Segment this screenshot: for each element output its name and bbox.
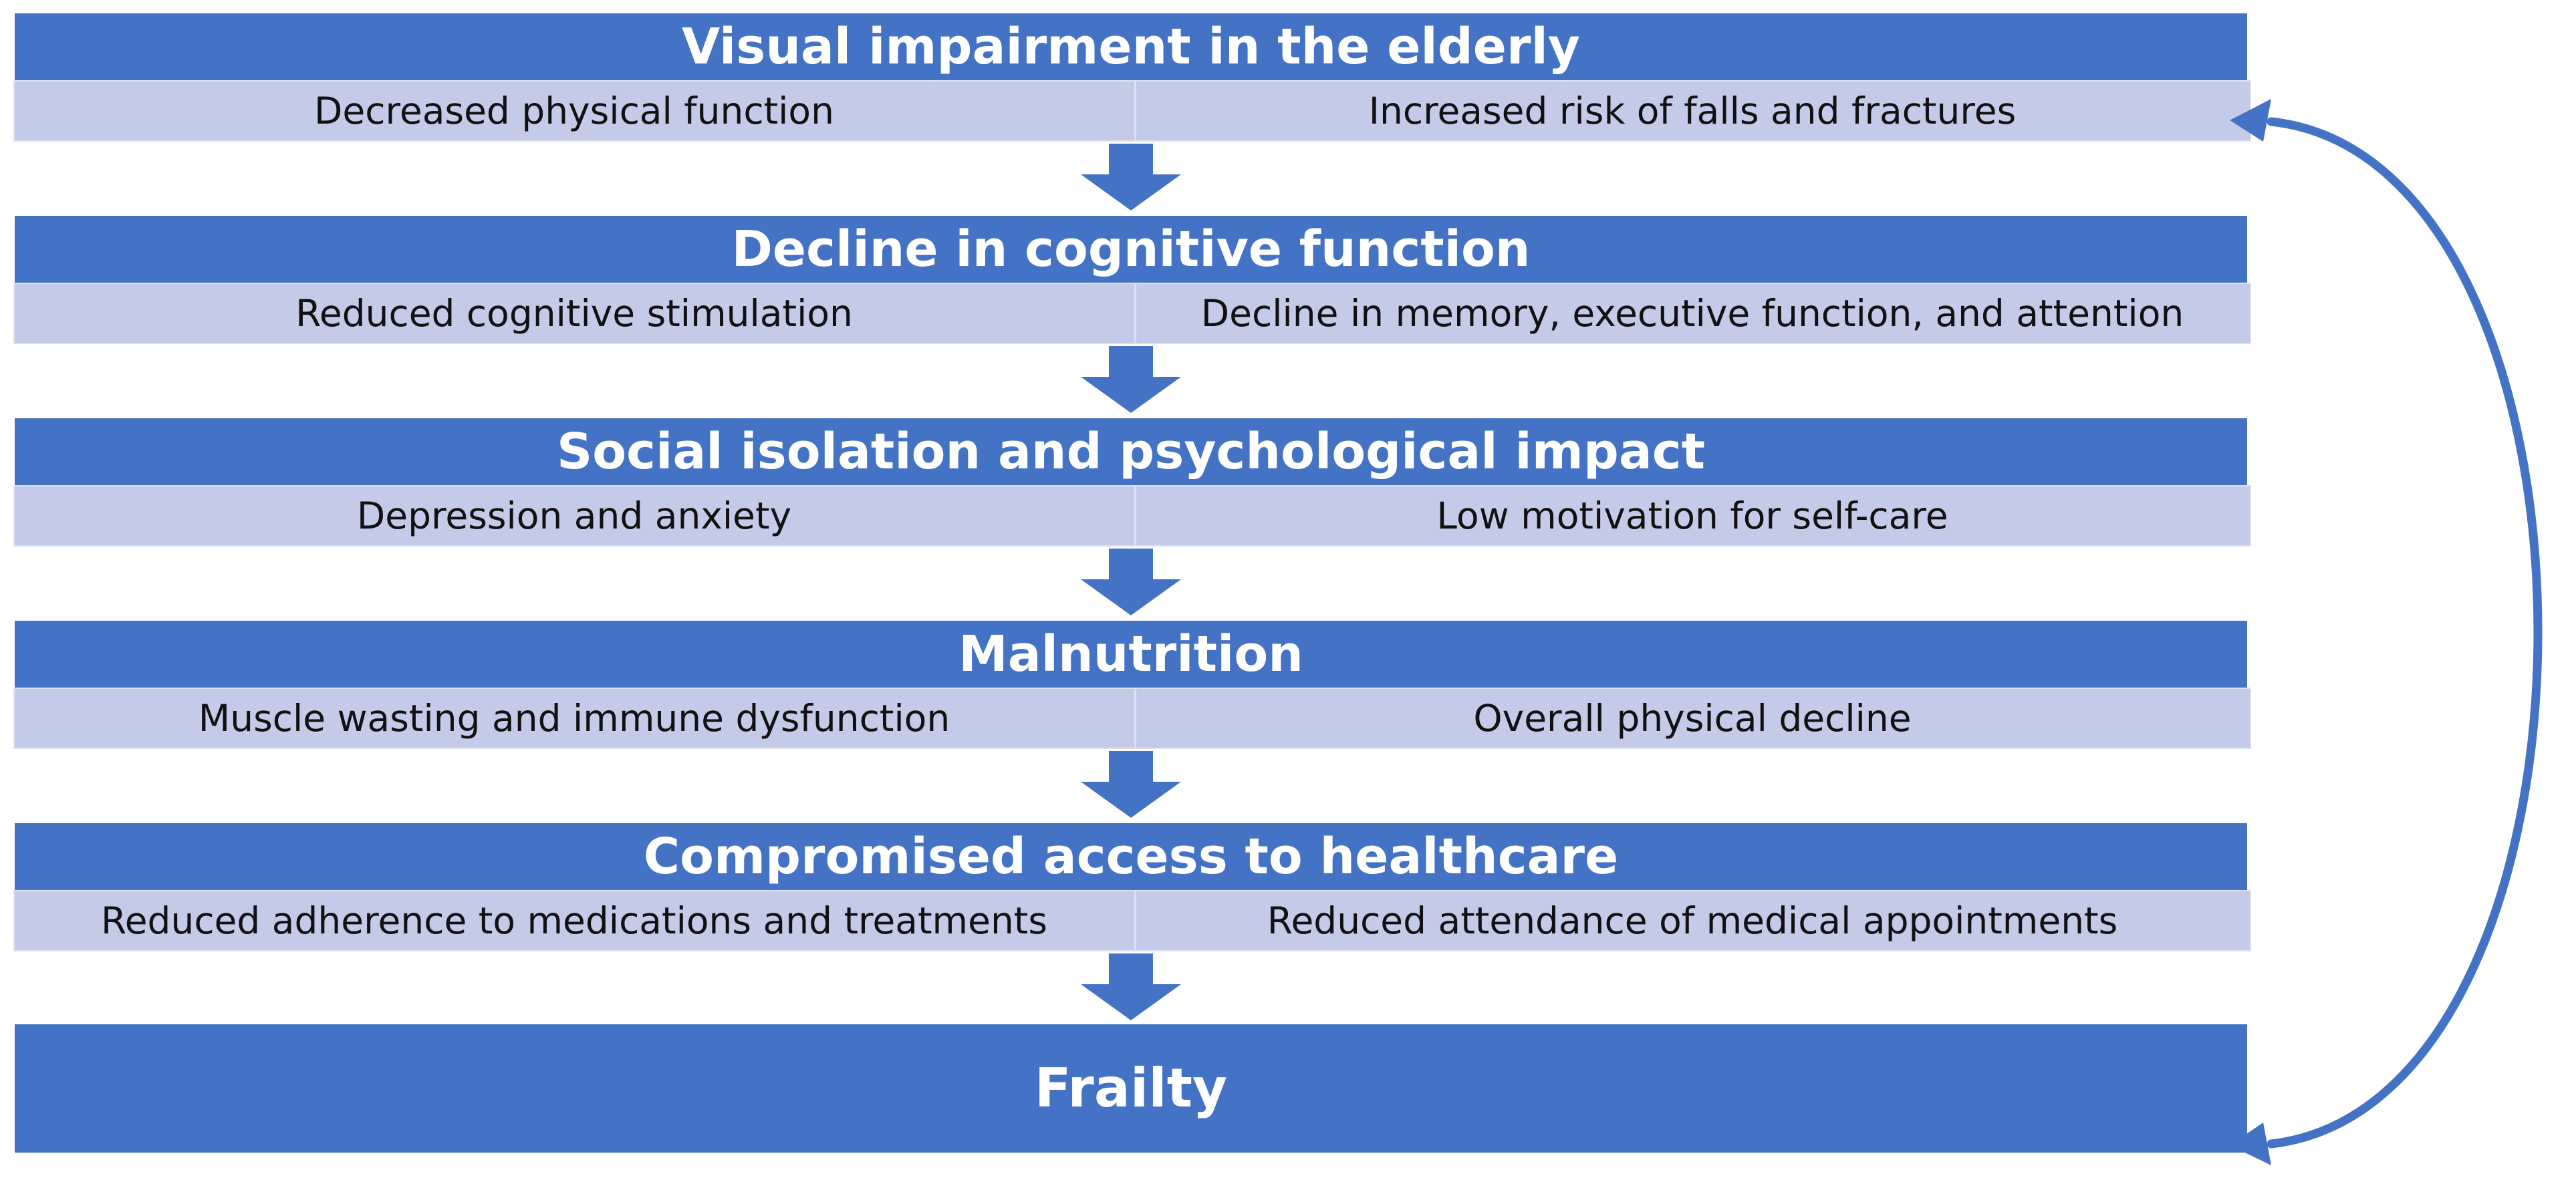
stage-2-divider bbox=[1134, 284, 1136, 343]
down-arrow-5 bbox=[1081, 953, 1181, 1020]
down-arrow-2 bbox=[1081, 346, 1181, 413]
down-arrow-1 bbox=[1081, 144, 1181, 210]
stage-3-right-effect: Low motivation for self-care bbox=[1436, 494, 1948, 537]
stage-4-left-effect: Muscle wasting and immune dysfunction bbox=[198, 697, 950, 740]
stage-3-left-effect: Depression and anxiety bbox=[356, 494, 792, 537]
stage-3-header: Social isolation and psychological impac… bbox=[15, 418, 2247, 485]
stage-1-divider bbox=[1134, 82, 1136, 140]
stage-1-effects: Decreased physical function Increased ri… bbox=[13, 80, 2251, 142]
stage-2-right-effect: Decline in memory, executive function, a… bbox=[1200, 292, 2184, 335]
down-arrow-3 bbox=[1081, 549, 1181, 615]
stage-4-divider bbox=[1134, 689, 1136, 748]
stage-5-header: Compromised access to healthcare bbox=[15, 823, 2247, 890]
stage-1-right-effect: Increased risk of falls and fractures bbox=[1368, 90, 2017, 132]
stage-2-header: Decline in cognitive function bbox=[15, 216, 2247, 283]
stage-2-left-effect: Reduced cognitive stimulation bbox=[295, 292, 853, 335]
stage-5-divider bbox=[1134, 891, 1136, 950]
stage-4-effects: Muscle wasting and immune dysfunction Ov… bbox=[13, 688, 2251, 749]
stage-2-effects: Reduced cognitive stimulation Decline in… bbox=[13, 283, 2251, 344]
down-arrow-4 bbox=[1081, 751, 1181, 818]
stage-3-effects: Depression and anxiety Low motivation fo… bbox=[13, 485, 2251, 547]
stage-1-left-effect: Decreased physical function bbox=[314, 90, 834, 132]
stage-3-divider bbox=[1134, 486, 1136, 545]
stage-5-effects: Reduced adherence to medications and tre… bbox=[13, 890, 2251, 951]
stage-4-header: Malnutrition bbox=[15, 621, 2247, 688]
stage-5-right-effect: Reduced attendance of medical appointmen… bbox=[1267, 899, 2118, 942]
stage-1-header: Visual impairment in the elderly bbox=[15, 13, 2247, 80]
stage-4-right-effect: Overall physical decline bbox=[1473, 697, 1912, 740]
stage-5-left-effect: Reduced adherence to medications and tre… bbox=[100, 899, 1048, 942]
frailty-outcome-box: Frailty bbox=[15, 1024, 2247, 1153]
